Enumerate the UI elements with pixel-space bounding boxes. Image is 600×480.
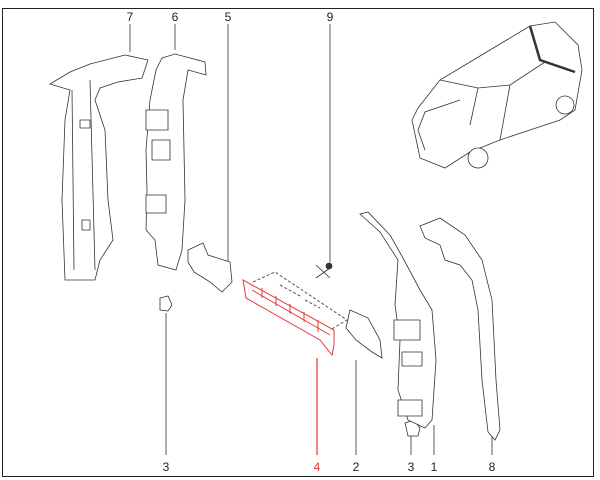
callout-7[interactable]: 7: [126, 10, 134, 24]
callout-6[interactable]: 6: [171, 10, 179, 24]
part-5-bracket: [187, 242, 233, 293]
part-9-screw: [315, 262, 333, 279]
part-7-pillar: [49, 54, 149, 281]
part-8-pillar: [419, 217, 501, 441]
part-6-pillar: [145, 53, 207, 271]
part-1-pillar: [359, 211, 437, 429]
vehicle-thumbnail: [411, 21, 583, 169]
callout-3-right[interactable]: 3: [407, 460, 415, 474]
diagram-frame: [2, 8, 594, 477]
callout-1[interactable]: 1: [430, 460, 438, 474]
callout-2[interactable]: 2: [352, 460, 360, 474]
callout-5[interactable]: 5: [224, 10, 232, 24]
callout-4-highlighted[interactable]: 4: [313, 460, 321, 474]
callout-3-left[interactable]: 3: [162, 460, 170, 474]
part-3-clip-left: [159, 295, 173, 312]
callout-8[interactable]: 8: [488, 460, 496, 474]
part-4-crossmember: [242, 271, 348, 357]
leader-lines: [129, 24, 493, 455]
part-2-bracket: [345, 309, 383, 359]
callout-9[interactable]: 9: [326, 10, 334, 24]
